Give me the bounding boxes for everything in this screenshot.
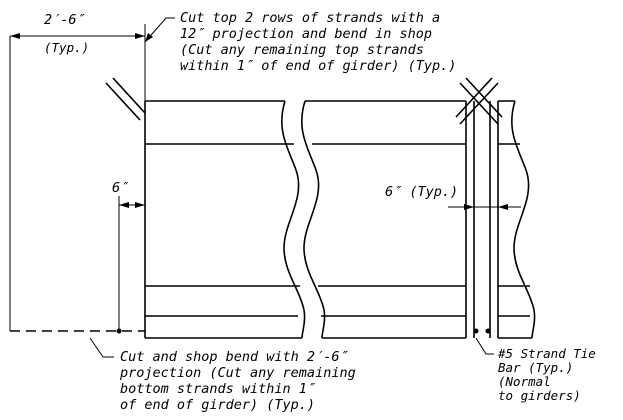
note-bottom-strands-line-4: of end of girder) (Typ.): [120, 397, 315, 413]
note-top-strands-line-3: (Cut any remaining top strands: [180, 42, 424, 58]
note-bottom-strands-line-2: projection (Cut any remaining: [119, 365, 356, 381]
break-line-middle: [301, 100, 326, 339]
note-tie-bar: #5 Strand Tie Bar (Typ.) (Normal to gird…: [497, 346, 596, 403]
leader-tie-bar-note: [475, 337, 494, 355]
tie-bar-dot-2: [485, 328, 491, 334]
dimension-left-offset-label: 6″: [112, 180, 129, 196]
dimension-left-offset: 6″: [112, 180, 145, 331]
note-tie-bar-line-4: to girders): [498, 388, 581, 403]
note-tie-bar-line-3: (Normal: [498, 374, 551, 389]
note-tie-bar-line-1: #5 Strand Tie: [497, 346, 596, 361]
break-line-right: [511, 100, 536, 339]
break-line-left: [281, 100, 306, 339]
note-bottom-strands-line-1: Cut and shop bend with 2′-6″: [120, 349, 348, 365]
middle-girder: [301, 100, 467, 339]
leader-top-note: [144, 17, 175, 43]
note-top-strands-line-2: 12″ projection and bend in shop: [180, 26, 432, 42]
note-bottom-strands-line-3: bottom strands within 1″: [120, 381, 316, 397]
tie-bar-dot-1: [473, 328, 479, 334]
joint-strands: [455, 77, 503, 338]
dimension-top-projection-label: 2′-6″: [44, 12, 86, 28]
leader-bottom-note: [89, 337, 114, 358]
top-strand-projection: [105, 77, 146, 121]
note-tie-bar-line-2: Bar (Typ.): [498, 360, 573, 375]
dimension-right-offset: 6″ (Typ.): [385, 184, 521, 210]
note-top-strands: Cut top 2 rows of strands with a 12″ pro…: [180, 10, 456, 74]
bottom-strand-projection: [10, 328, 145, 334]
dimension-right-offset-label: 6″ (Typ.): [385, 184, 458, 200]
dimension-top-projection-typ: (Typ.): [44, 40, 89, 55]
note-top-strands-line-4: within 1″ of end of girder) (Typ.): [180, 58, 456, 74]
note-top-strands-line-1: Cut top 2 rows of strands with a: [180, 10, 440, 26]
right-girder: [497, 100, 536, 339]
left-girder: [144, 100, 306, 339]
dimension-top-projection: 2′-6″ (Typ.): [9, 12, 146, 331]
note-bottom-strands: Cut and shop bend with 2′-6″ projection …: [119, 349, 356, 413]
